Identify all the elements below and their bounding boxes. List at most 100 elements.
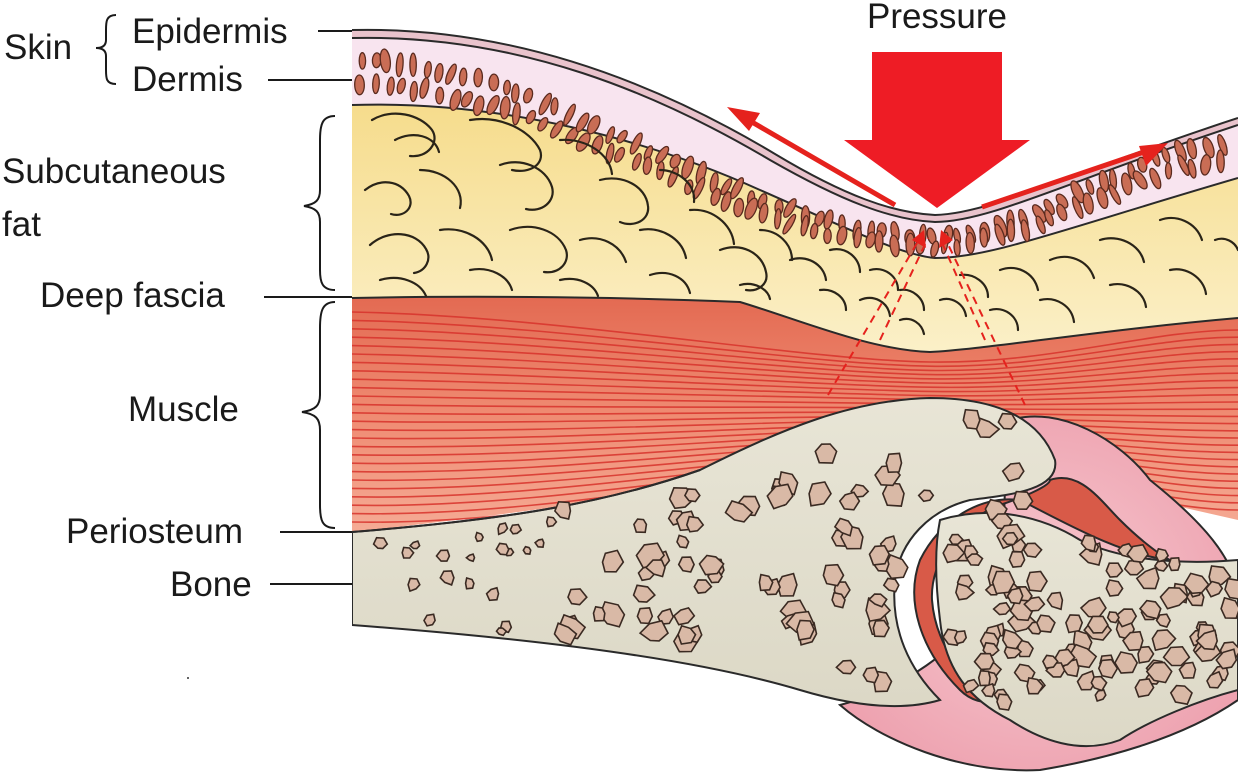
fat-lobules bbox=[363, 112, 1238, 336]
dermis-cell bbox=[1020, 219, 1031, 243]
dermis-cell bbox=[994, 223, 1006, 246]
dermis-cell bbox=[1217, 134, 1228, 156]
dermis-cell bbox=[372, 73, 380, 95]
bone-trabecula bbox=[698, 554, 725, 576]
bone-trabecula bbox=[1080, 534, 1097, 553]
bone-trabecula bbox=[474, 531, 484, 543]
bone-trabecula bbox=[1065, 614, 1084, 634]
bone-trabecula bbox=[1183, 572, 1210, 595]
dermis-cell bbox=[537, 117, 549, 132]
bone-trabecula bbox=[808, 481, 832, 507]
bone-trabecula bbox=[982, 641, 1000, 657]
bone-trabecula bbox=[1138, 599, 1162, 620]
dermis-cell bbox=[616, 129, 628, 144]
bone-trabecula bbox=[683, 488, 701, 503]
dermis-cell bbox=[473, 67, 484, 88]
bone-trabecula bbox=[868, 544, 891, 566]
bone-trabecula bbox=[758, 573, 774, 592]
bone-trabecula bbox=[814, 443, 838, 464]
bone-trabecula bbox=[1022, 542, 1043, 559]
muscle-fiber bbox=[352, 336, 1238, 376]
bone-trabecula bbox=[867, 593, 888, 608]
dermis-cell bbox=[979, 227, 989, 248]
bone-trabecula bbox=[872, 619, 891, 638]
bone-trabecula bbox=[1145, 661, 1173, 684]
dermis-cell bbox=[889, 234, 900, 258]
bone-trabecula bbox=[1134, 678, 1155, 698]
epidermis-label: Epidermis bbox=[132, 12, 288, 51]
bone-trabecula bbox=[992, 601, 1012, 616]
dermis-cell bbox=[930, 240, 940, 258]
bone-trabecula bbox=[1224, 577, 1238, 600]
dermis-cell bbox=[642, 156, 653, 175]
dermis-cell bbox=[386, 76, 395, 96]
dermis-cell bbox=[379, 48, 392, 74]
pressure-cone-arrowheads bbox=[912, 230, 953, 248]
dermis-cell bbox=[358, 52, 367, 70]
bone-trabecula bbox=[592, 605, 606, 622]
bone-trabecula bbox=[423, 613, 436, 627]
dermis-cell bbox=[1070, 180, 1085, 204]
bone-trabecula bbox=[1121, 630, 1144, 652]
bone-trabecula bbox=[1153, 560, 1169, 572]
bone-trabecula bbox=[1151, 629, 1177, 652]
dermis-cell bbox=[419, 77, 430, 99]
bone-trabecula bbox=[955, 582, 976, 601]
dermis-cell bbox=[730, 177, 745, 200]
bone-trabecula bbox=[1178, 661, 1197, 679]
bone-trabecula bbox=[1155, 613, 1172, 628]
bone-trabecula bbox=[1097, 658, 1119, 679]
trabecular-bone bbox=[372, 408, 1238, 711]
dermis-cell bbox=[1085, 179, 1095, 195]
bone-trabecula bbox=[1169, 684, 1193, 706]
labels: Skin Epidermis Dermis Subcutaneous fat D… bbox=[2, 12, 352, 604]
bone-trabecula bbox=[881, 482, 905, 507]
bone-trabecula bbox=[601, 549, 625, 573]
bone-trabecula bbox=[1155, 547, 1170, 563]
bone-label: Bone bbox=[170, 565, 252, 604]
dermis-cell bbox=[1149, 167, 1162, 190]
skin-label: Skin bbox=[4, 28, 72, 67]
dermis-cell bbox=[488, 73, 500, 92]
bone-trabecula bbox=[1026, 676, 1045, 695]
dermis-cell bbox=[744, 197, 759, 220]
bone-trabecula bbox=[1001, 531, 1019, 546]
bone-trabecula bbox=[833, 517, 854, 537]
dermis-cell bbox=[853, 226, 863, 249]
dermis-cell bbox=[1043, 198, 1055, 216]
bone-trabecula bbox=[1006, 587, 1024, 605]
bone-trabecula bbox=[435, 549, 451, 562]
dermis-cell bbox=[458, 67, 468, 87]
bone-trabecula bbox=[917, 489, 935, 503]
dermis-cell bbox=[575, 112, 590, 133]
dermis-cell bbox=[1055, 193, 1069, 209]
bone-trabecula bbox=[953, 630, 968, 645]
muscle-fiber bbox=[352, 353, 1238, 384]
dermis-cell bbox=[510, 83, 520, 104]
muscle-fiber bbox=[352, 370, 1238, 393]
bone-trabecula bbox=[509, 523, 523, 535]
bone-trabecula bbox=[633, 518, 648, 534]
dermis-cell bbox=[445, 63, 457, 85]
dermis-cell bbox=[774, 208, 782, 230]
dermis-cell bbox=[629, 132, 643, 155]
dermis-cell bbox=[449, 88, 462, 111]
dermis-cell bbox=[1035, 215, 1046, 235]
bone-trabecula bbox=[1215, 648, 1238, 670]
tissue-cross-section bbox=[352, 28, 1238, 772]
bone-trabecula bbox=[693, 579, 713, 594]
dermis-cell bbox=[720, 191, 732, 212]
dermis-cell bbox=[905, 232, 916, 257]
dermis-cell bbox=[409, 52, 417, 78]
bone-trabecula bbox=[567, 588, 588, 606]
bone-trabecula bbox=[1046, 591, 1064, 611]
bone-trabecula bbox=[676, 534, 690, 549]
bone-trabecula bbox=[1035, 614, 1056, 633]
dermis-cell bbox=[965, 231, 975, 255]
dermis-cell bbox=[511, 102, 521, 126]
bone-trabecula bbox=[677, 556, 695, 573]
bone-trabecula bbox=[831, 591, 846, 609]
dermis-cell bbox=[800, 215, 809, 237]
dermis-cell bbox=[538, 92, 553, 116]
